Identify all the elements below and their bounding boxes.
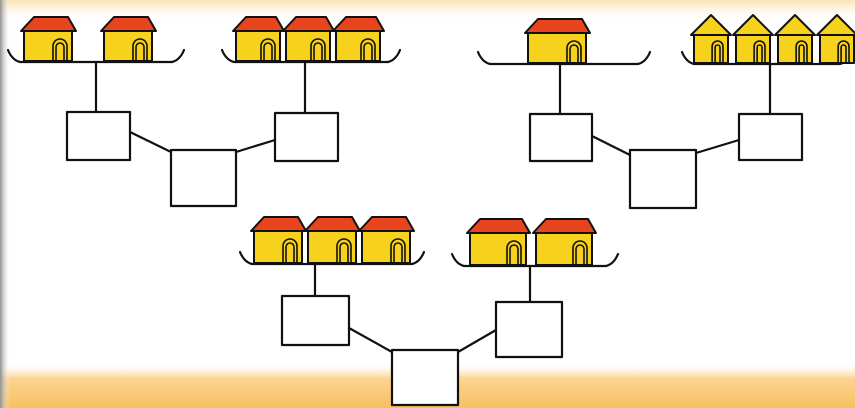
house-door-inner xyxy=(55,42,65,61)
house-door-inner xyxy=(575,244,585,265)
house-roof xyxy=(774,14,816,36)
house-wall xyxy=(535,232,593,266)
house-door xyxy=(132,38,148,61)
house-wall xyxy=(469,232,527,266)
house-icon xyxy=(358,216,415,264)
house-group xyxy=(20,16,157,62)
tree-right xyxy=(476,50,854,210)
house-door-inner xyxy=(135,42,145,61)
house-door-inner xyxy=(393,242,403,263)
answer-box[interactable] xyxy=(494,300,564,359)
answer-box[interactable] xyxy=(65,110,132,162)
house-icon xyxy=(232,16,285,62)
tree-left xyxy=(6,48,402,208)
answer-box[interactable] xyxy=(390,348,460,407)
house-door-inner xyxy=(363,42,373,61)
answer-box[interactable] xyxy=(628,148,698,210)
house-icon xyxy=(466,218,531,266)
answer-box[interactable] xyxy=(737,112,804,162)
house-door-inner xyxy=(263,42,273,61)
house-group xyxy=(250,216,415,264)
answer-box[interactable] xyxy=(273,111,340,163)
house-door xyxy=(260,38,276,61)
house-roof xyxy=(466,218,531,234)
house-icon xyxy=(524,18,591,64)
top-band xyxy=(0,0,855,22)
house-roof xyxy=(282,16,335,32)
house-icon xyxy=(690,14,732,64)
left-edge-shadow xyxy=(0,0,10,408)
connector-line xyxy=(234,138,277,154)
house-door-inner xyxy=(339,242,349,263)
house-roof xyxy=(690,14,732,36)
house-roof xyxy=(20,16,77,32)
tree-bottom xyxy=(238,250,620,407)
house-roof xyxy=(816,14,855,36)
house-door xyxy=(336,238,352,263)
house-door-inner xyxy=(840,44,847,63)
connector-line xyxy=(128,130,173,154)
house-door xyxy=(795,40,808,63)
house-wall xyxy=(235,30,281,62)
house-icon xyxy=(304,216,361,264)
house-group xyxy=(232,16,385,62)
house-icon xyxy=(816,14,855,64)
house-door xyxy=(572,240,588,265)
house-roof xyxy=(358,216,415,232)
house-door xyxy=(711,40,724,63)
house-group xyxy=(690,14,855,64)
house-door-inner xyxy=(798,44,805,63)
connector-line xyxy=(590,134,632,157)
house-door-inner xyxy=(509,244,519,265)
house-door xyxy=(360,38,376,61)
house-wall xyxy=(335,30,381,62)
house-door xyxy=(310,38,326,61)
house-door xyxy=(506,240,522,265)
house-icon xyxy=(282,16,335,62)
house-wall xyxy=(527,32,587,64)
house-icon xyxy=(250,216,307,264)
answer-box[interactable] xyxy=(169,148,238,208)
house-door xyxy=(753,40,766,63)
connector-line xyxy=(347,326,394,354)
house-icon xyxy=(774,14,816,64)
answer-box[interactable] xyxy=(280,294,351,347)
house-roof xyxy=(100,16,157,32)
house-door-inner xyxy=(285,242,295,263)
house-roof xyxy=(232,16,285,32)
house-icon xyxy=(20,16,77,62)
answer-box[interactable] xyxy=(528,112,594,163)
house-tray xyxy=(450,252,620,268)
house-group xyxy=(524,18,591,64)
house-door xyxy=(52,38,68,61)
house-roof xyxy=(532,218,597,234)
house-icon xyxy=(332,16,385,62)
house-roof xyxy=(304,216,361,232)
house-icon xyxy=(532,218,597,266)
house-wall xyxy=(285,30,331,62)
house-door-inner xyxy=(714,44,721,63)
house-door-inner xyxy=(756,44,763,63)
house-door-inner xyxy=(313,42,323,61)
house-roof xyxy=(250,216,307,232)
house-door xyxy=(566,40,582,63)
house-door xyxy=(837,40,850,63)
house-door xyxy=(282,238,298,263)
house-door xyxy=(390,238,406,263)
house-roof xyxy=(524,18,591,34)
connector-line xyxy=(694,138,741,155)
house-roof xyxy=(332,16,385,32)
houses-layer xyxy=(20,14,855,266)
house-icon xyxy=(732,14,774,64)
house-door-inner xyxy=(569,44,579,63)
house-roof xyxy=(732,14,774,36)
house-group xyxy=(466,218,597,266)
house-icon xyxy=(100,16,157,62)
connector-line xyxy=(456,328,498,354)
